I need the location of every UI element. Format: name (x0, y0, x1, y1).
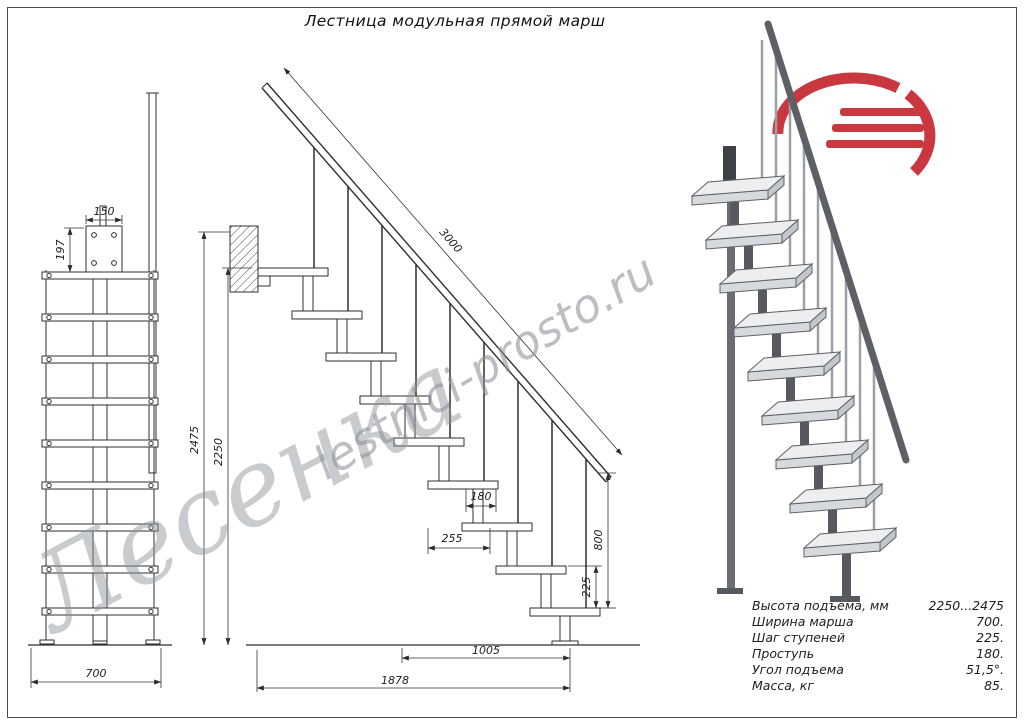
dim-plate-height: 197 (54, 240, 67, 261)
dim-riser-height: 225 (580, 577, 593, 598)
dim-plate-width: 150 (94, 205, 115, 218)
dim-rail-length: 3000 (437, 226, 465, 256)
side-view-dimensions (198, 67, 623, 692)
dim-bottom-run: 1005 (472, 644, 500, 657)
iso-balusters (760, 40, 876, 542)
spec-label: Шаг ступеней (752, 630, 845, 645)
dim-height-max: 2475 (188, 426, 201, 454)
spec-value: 700. (976, 614, 1004, 629)
iso-handrail (764, 20, 910, 464)
iso-view-drawing (690, 20, 936, 602)
front-view-drawing (28, 92, 172, 646)
spec-value: 2250...2475 (928, 598, 1004, 613)
iso-treads (690, 174, 898, 558)
spec-table: Высота подъема, мм 2250...2475 Ширина ма… (752, 598, 1004, 694)
dim-tread-depth: 180 (471, 490, 492, 503)
dim-total-run: 1878 (381, 674, 409, 687)
dim-rail-height: 800 (592, 530, 605, 551)
spec-row: Высота подъема, мм 2250...2475 (752, 598, 1004, 614)
spec-label: Ширина марша (752, 614, 854, 629)
spec-label: Проступь (752, 646, 815, 661)
iso-step-modules (730, 202, 860, 602)
spec-value: 51,5°. (965, 662, 1004, 677)
spec-row: Масса, кг 85. (752, 678, 1004, 694)
spec-row: Ширина марша 700. (752, 614, 1004, 630)
drawing-title: Лестница модульная прямой марш (304, 12, 606, 30)
iso-support-post (727, 194, 735, 590)
spec-value: 225. (976, 630, 1004, 645)
dim-height-steps: 2250 (212, 438, 225, 466)
spec-row: Шаг ступеней 225. (752, 630, 1004, 646)
spec-row: Угол подъема 51,5°. (752, 662, 1004, 678)
brand-logo-icon (772, 72, 936, 176)
spec-label: Угол подъема (752, 662, 844, 677)
spec-value: 180. (976, 646, 1004, 661)
spec-value: 85. (984, 678, 1004, 693)
front-view-dimensions (30, 215, 162, 688)
dim-march-width: 700 (86, 667, 107, 680)
side-view-drawing (229, 82, 640, 646)
spec-label: Высота подъема, мм (752, 598, 889, 613)
spec-row: Проступь 180. (752, 646, 1004, 662)
spec-label: Масса, кг (752, 678, 814, 693)
dim-module-step: 255 (442, 532, 463, 545)
